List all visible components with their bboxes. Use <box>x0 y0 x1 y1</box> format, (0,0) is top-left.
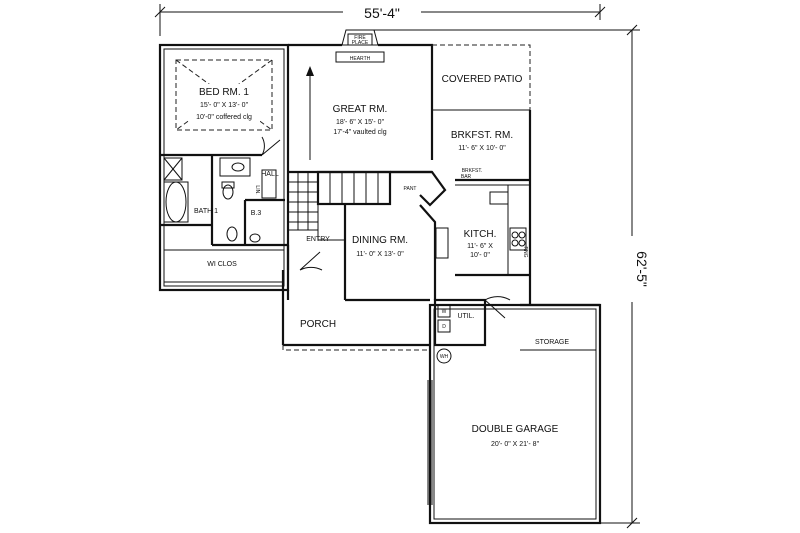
bath-area: HALL BATH 1 B.3 WI CLOS LIN. <box>160 155 288 283</box>
breakfast-room: BRKFST. RM. 11'- 6" X 10'- 0" BRKFST. BA… <box>430 110 530 186</box>
porch-label: PORCH <box>300 319 336 330</box>
entry-label: ENTRY <box>306 236 330 243</box>
utility: W D UTIL. WH <box>433 296 511 364</box>
kitchen-size-1: 11'- 6" X <box>467 243 493 250</box>
hearth-label: HEARTH <box>350 56 371 62</box>
b3-label: B.3 <box>251 210 262 217</box>
great-room-label: GREAT RM. <box>333 104 388 115</box>
bed-room-1: BED RM. 1 15'- 0" X 13'- 0" 10'-0" coffe… <box>160 59 281 157</box>
dining-room: DINING RM. 11'- 0" X 13'- 0" <box>343 204 437 300</box>
range-label: RNG <box>522 246 528 257</box>
storage-label: STORAGE <box>535 339 569 346</box>
great-room-size: 18'- 6" X 15'- 0" <box>336 119 385 126</box>
hall-label: HALL <box>261 171 279 178</box>
water-heater-label: WH <box>440 354 449 360</box>
fireplace: FIRE PLACE HEARTH <box>335 29 385 63</box>
double-garage: STORAGE DOUBLE GARAGE 20'- 0" X 21'- 8" <box>427 339 596 505</box>
depth-dimension: 62'-5" <box>372 24 650 529</box>
bed-room-1-size: 15'- 0" X 13'- 0" <box>200 102 249 109</box>
bed-room-1-note: 10'-0" coffered clg <box>196 114 252 121</box>
great-room: GREAT RM. 18'- 6" X 15'- 0" 17'-4" vault… <box>288 66 432 174</box>
breakfast-room-size: 11'- 6" X 10'- 0" <box>458 145 506 152</box>
porch: PORCH <box>282 319 430 351</box>
kitchen: KITCH. 11'- 6" X 10'- 0" RNG <box>435 185 530 277</box>
dining-room-size: 11'- 0" X 13'- 0" <box>356 251 404 258</box>
stairs <box>287 170 392 241</box>
bath-1-label: BATH 1 <box>194 208 218 215</box>
width-label: 55'-4" <box>364 5 400 21</box>
double-garage-label: DOUBLE GARAGE <box>472 424 559 435</box>
utility-label: UTIL. <box>457 313 474 320</box>
fireplace-label-2: PLACE <box>352 40 369 46</box>
dining-room-label: DINING RM. <box>352 235 408 246</box>
fireplace-label: FIRE <box>354 35 366 41</box>
covered-patio: COVERED PATIO <box>432 44 531 111</box>
breakfast-room-label: BRKFST. RM. <box>451 130 513 141</box>
width-dimension: 55'-4" <box>154 3 606 36</box>
depth-label: 62'-5" <box>634 251 650 287</box>
washer-label: W <box>442 309 447 315</box>
entry: ENTRY <box>286 236 330 271</box>
linen-label: LIN. <box>254 185 260 194</box>
kitchen-size-2: 10'- 0" <box>470 252 490 259</box>
kitchen-label: KITCH. <box>464 229 497 240</box>
double-garage-size: 20'- 0" X 21'- 8" <box>491 441 540 448</box>
covered-patio-label: COVERED PATIO <box>442 74 523 85</box>
pantry-label: PANT <box>404 186 417 192</box>
breakfast-bar-label: BRKFST. <box>462 168 483 174</box>
great-room-note: 17'-4" vaulted clg <box>333 129 386 136</box>
bed-room-1-label: BED RM. 1 <box>199 87 249 98</box>
wi-clos-label: WI CLOS <box>207 261 237 268</box>
pantry: PANT <box>390 170 447 207</box>
dryer-label: D <box>442 324 446 330</box>
breakfast-bar-label-2: BAR <box>461 174 472 180</box>
